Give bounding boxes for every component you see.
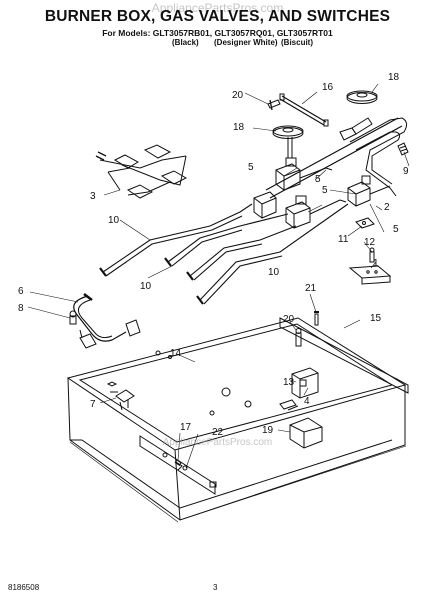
igniter-harness [95, 144, 188, 199]
callout-18b: 18 [233, 122, 245, 133]
burner-caps [272, 90, 378, 158]
color-biscuit: (Biscuit) [281, 38, 313, 47]
leader-lines [27, 83, 410, 469]
gas-valves [253, 157, 391, 229]
callout-5a: 5 [248, 162, 254, 173]
switch-7 [110, 389, 135, 411]
watermark-middle: AppliancePartsPros.com [162, 437, 273, 448]
callout-18a: 18 [388, 72, 400, 83]
callout-17: 17 [180, 422, 192, 433]
callout-14: 14 [170, 348, 182, 359]
callout-20b: 20 [283, 314, 295, 325]
screw-8 [69, 310, 77, 325]
callout-10a: 10 [108, 215, 120, 226]
burner-box [66, 317, 407, 523]
callout-22: 22 [212, 427, 224, 438]
callout-2: 2 [384, 202, 390, 213]
gas-tubes [99, 203, 349, 305]
callout-6: 6 [18, 286, 24, 297]
callout-20a: 20 [232, 90, 244, 101]
wire-harness [73, 293, 141, 349]
callout-4: 4 [304, 396, 310, 407]
callout-5c: 5 [322, 185, 328, 196]
small-brackets [348, 217, 392, 285]
callout-1: 1 [373, 258, 379, 269]
callouts: 1 2 3 4 5 5 5 5 6 7 8 9 10 10 10 11 12 1… [18, 72, 409, 438]
callout-15: 15 [370, 313, 382, 324]
page-number: 3 [213, 583, 218, 592]
callout-9: 9 [403, 166, 409, 177]
callout-5b: 5 [315, 174, 321, 185]
callout-5d: 5 [393, 224, 399, 235]
callout-13: 13 [283, 377, 295, 388]
callout-11: 11 [338, 234, 349, 245]
manifold [265, 93, 409, 199]
callout-7: 7 [90, 399, 96, 410]
rail-15 [279, 317, 409, 394]
color-designer-white: (Designer White) [214, 38, 278, 47]
page-title: BURNER BOX, GAS VALVES, AND SWITCHES [44, 8, 391, 25]
callout-19: 19 [262, 425, 274, 436]
diagram-drawing [27, 83, 410, 523]
callout-21: 21 [305, 283, 317, 294]
screws-center [295, 311, 319, 347]
models-line: For Models: GLT3057RB01, GLT3057RQ01, GL… [102, 28, 333, 38]
doc-number: 8186508 [8, 583, 40, 592]
callout-10b: 10 [140, 281, 152, 292]
callout-3: 3 [90, 191, 96, 202]
callout-12: 12 [364, 237, 376, 248]
screw-top [267, 99, 281, 111]
color-black: (Black) [172, 38, 199, 47]
callout-10c: 10 [268, 267, 280, 278]
callout-8: 8 [18, 303, 24, 314]
watermark-top: AppliancePartsPros.com [151, 1, 284, 15]
callout-16: 16 [322, 82, 334, 93]
